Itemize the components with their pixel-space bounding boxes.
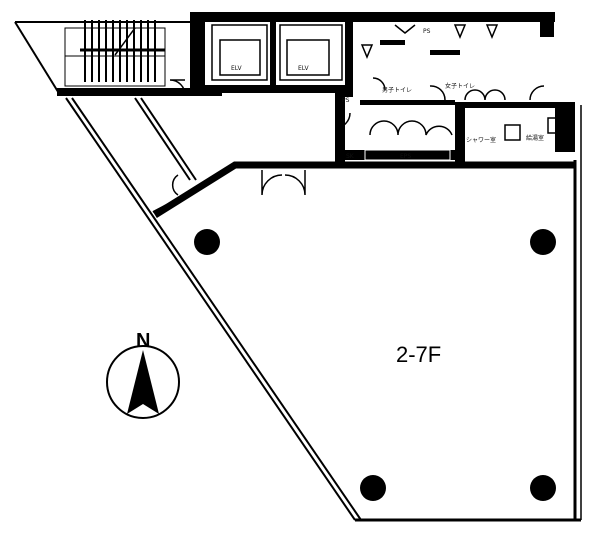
elevator-1-label: ELV — [231, 65, 242, 72]
eps-label: EPS — [400, 153, 411, 160]
ps-small-label: PS — [342, 97, 350, 104]
toilets — [334, 24, 561, 141]
core-walls — [190, 12, 575, 165]
north-label: N — [136, 330, 150, 352]
floor-label: 2-7F — [396, 342, 441, 367]
men-wc-label: 男子トイレ — [382, 87, 412, 94]
shower-label: シャワー室 — [466, 136, 496, 144]
elevators — [211, 24, 343, 81]
elevator-2-label: ELV — [298, 65, 309, 72]
north-compass-icon: N — [106, 330, 180, 419]
sk-label: SK — [346, 153, 355, 160]
office-walls — [153, 105, 582, 522]
kitchen-label: 給湯室 — [526, 134, 544, 142]
women-wc-label: 女子トイレ — [445, 82, 475, 90]
stairs — [64, 20, 186, 96]
columns — [194, 229, 556, 501]
west-balcony — [14, 21, 362, 521]
ps-label: PS — [423, 28, 431, 35]
